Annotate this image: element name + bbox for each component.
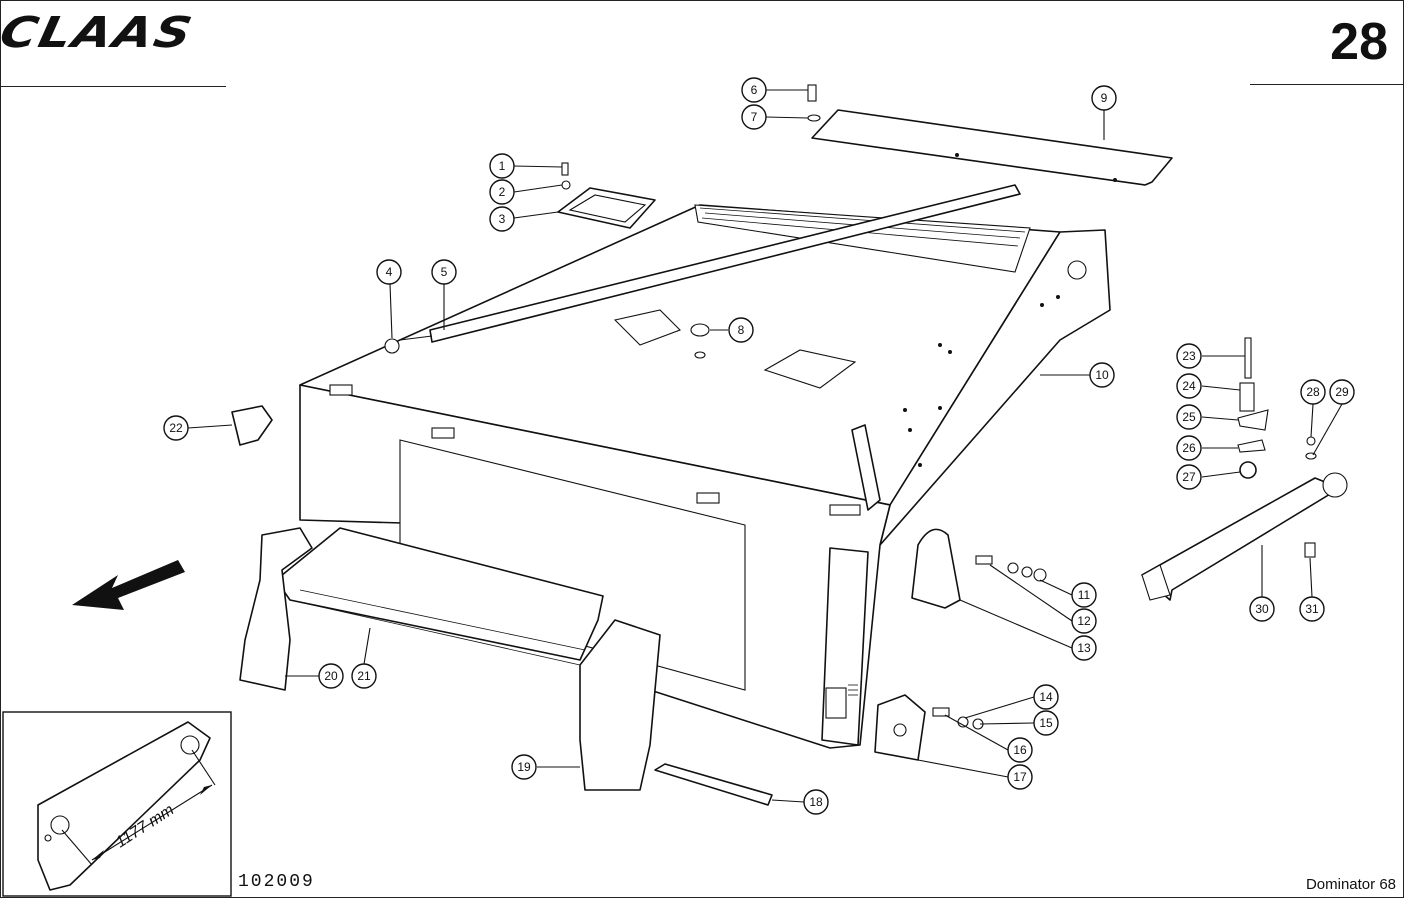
callout-18: 18 [803, 789, 829, 815]
svg-text:28: 28 [1306, 385, 1320, 399]
svg-text:26: 26 [1182, 441, 1196, 455]
strip-part-18 [654, 763, 773, 806]
page-number: 28 [1330, 13, 1388, 71]
callout-2: 2 [489, 179, 515, 205]
leader-lines [187, 89, 1343, 803]
svg-text:18: 18 [809, 795, 823, 809]
callout-24: 24 [1176, 373, 1202, 399]
svg-text:22: 22 [169, 421, 183, 435]
callout-19: 19 [511, 754, 537, 780]
svg-text:31: 31 [1305, 602, 1319, 616]
svg-text:16: 16 [1013, 743, 1027, 757]
tie-rod-part-5 [384, 184, 1021, 354]
header-rule-left [0, 86, 226, 87]
forward-direction-arrow [72, 560, 185, 610]
svg-text:7: 7 [751, 110, 758, 124]
callout-31: 31 [1299, 596, 1325, 622]
svg-text:24: 24 [1182, 379, 1196, 393]
svg-text:19: 19 [517, 760, 531, 774]
svg-text:23: 23 [1182, 349, 1196, 363]
callout-12: 12 [1071, 608, 1097, 634]
svg-text:17: 17 [1013, 770, 1027, 784]
model-caption: Dominator 68 [1305, 876, 1396, 893]
handle-part-3 [557, 187, 656, 229]
svg-text:15: 15 [1039, 716, 1053, 730]
main-frame-assembly [299, 204, 1111, 749]
callout-11: 11 [1071, 582, 1097, 608]
callout-29: 29 [1329, 379, 1355, 405]
callout-28: 28 [1300, 379, 1326, 405]
callout-21: 21 [351, 663, 377, 689]
svg-text:30: 30 [1255, 602, 1269, 616]
callout-23: 23 [1176, 343, 1202, 369]
plate-part-13 [911, 528, 961, 609]
svg-text:25: 25 [1182, 410, 1196, 424]
svg-text:6: 6 [751, 83, 758, 97]
svg-text:27: 27 [1182, 470, 1196, 484]
callout-13: 13 [1071, 635, 1097, 661]
svg-text:8: 8 [738, 323, 745, 337]
svg-text:12: 12 [1077, 614, 1091, 628]
bracket-part-19 [579, 619, 661, 791]
drawing-number: 102009 [238, 872, 315, 892]
svg-text:5: 5 [441, 265, 448, 279]
hardware-pieces [561, 84, 1317, 730]
svg-text:29: 29 [1335, 385, 1349, 399]
callout-22: 22 [163, 415, 189, 441]
callout-3: 3 [489, 206, 515, 232]
clamp-part-22 [231, 405, 273, 446]
svg-text:2: 2 [499, 185, 506, 199]
callout-25: 25 [1176, 404, 1202, 430]
callout-15: 15 [1033, 710, 1059, 736]
svg-text:9: 9 [1101, 91, 1108, 105]
plate-part-17 [874, 694, 926, 761]
callout-17: 17 [1007, 764, 1033, 790]
svg-text:20: 20 [324, 669, 338, 683]
svg-text:4: 4 [386, 265, 393, 279]
svg-text:10: 10 [1095, 368, 1109, 382]
callout-10: 10 [1089, 362, 1115, 388]
callout-7: 7 [741, 104, 767, 130]
header-rule-right [1250, 84, 1404, 85]
callout-9: 9 [1091, 85, 1117, 111]
callout-27: 27 [1176, 464, 1202, 490]
callout-4: 4 [376, 259, 402, 285]
callout-1: 1 [489, 153, 515, 179]
callout-26: 26 [1176, 435, 1202, 461]
callout-6: 6 [741, 77, 767, 103]
inset-detail: 1177 mm [2, 711, 232, 897]
svg-text:11: 11 [1078, 588, 1091, 602]
svg-text:21: 21 [357, 669, 371, 683]
step-part-21 [275, 527, 604, 666]
callout-16: 16 [1007, 737, 1033, 763]
svg-text:13: 13 [1077, 641, 1091, 655]
callout-8: 8 [728, 317, 754, 343]
svg-text:1: 1 [499, 159, 506, 173]
callout-5: 5 [431, 259, 457, 285]
svg-text:3: 3 [499, 212, 506, 226]
bracket-part-20 [239, 527, 313, 691]
callout-14: 14 [1033, 684, 1059, 710]
svg-text:14: 14 [1039, 690, 1053, 704]
callout-30: 30 [1249, 596, 1275, 622]
callout-20: 20 [318, 663, 344, 689]
crossbar-tube-part-30 [1141, 472, 1348, 601]
cover-plate-part-9 [811, 109, 1173, 186]
